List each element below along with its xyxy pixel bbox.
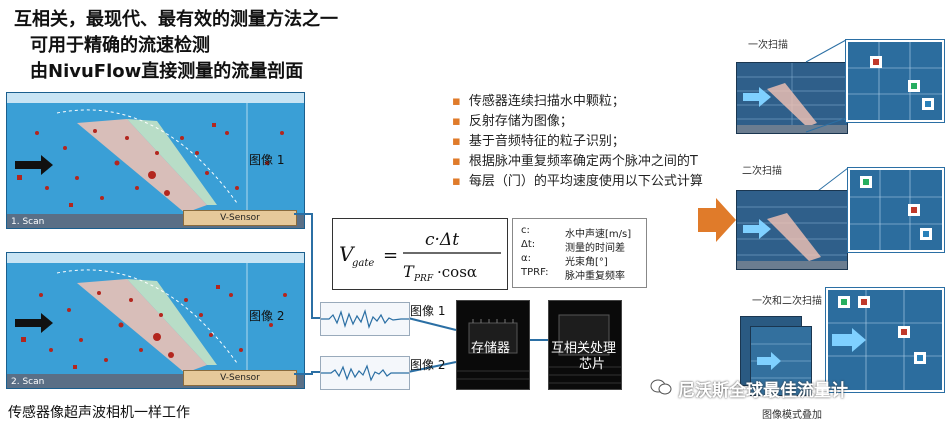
water-surface bbox=[7, 93, 304, 103]
scan-panel-2: 图像 2 2. Scan V-Sensor bbox=[6, 252, 305, 389]
processor-label-line2: 芯片 bbox=[579, 357, 606, 372]
footer-caption: 传感器像超声波相机一样工作 bbox=[8, 405, 190, 421]
arrow-right-icon bbox=[698, 198, 736, 242]
overlay-image-front bbox=[750, 326, 812, 396]
watermark-text: 尼沃斯全球最佳流量计 bbox=[678, 381, 848, 401]
panel-2-image-label: 图像 2 bbox=[249, 309, 285, 323]
particles-field-2 bbox=[15, 263, 287, 378]
overlay-graphic bbox=[751, 343, 811, 379]
v-sensor-1: V-Sensor bbox=[183, 210, 297, 226]
scan-panel-1: 图像 1 1. Scan V-Sensor bbox=[6, 92, 305, 229]
brand-name: NivuFlow bbox=[48, 61, 142, 82]
title-line-2: 可用于精确的流速检测 bbox=[30, 35, 210, 56]
svg-text:PRF: PRF bbox=[413, 274, 434, 284]
scan-2-title: 二次扫描 bbox=[742, 166, 782, 177]
particles-field-1 bbox=[15, 103, 284, 218]
overlay-title: 一次和二次扫描 bbox=[752, 296, 822, 307]
svg-text:=: = bbox=[383, 245, 398, 266]
title-line-3-suffix: 直接测量的流量剖面 bbox=[141, 61, 304, 82]
scan-2-image bbox=[736, 190, 848, 270]
wechat-icon-graphic bbox=[650, 379, 672, 395]
zoom-2-graphic bbox=[850, 170, 942, 250]
title-line-1: 互相关，最现代、最有效的测量方法之一 bbox=[14, 9, 338, 30]
overlay-caption: 图像模式叠加 bbox=[762, 410, 822, 421]
scan-1-image bbox=[736, 62, 848, 134]
water-surface bbox=[7, 253, 304, 263]
legend-symbol: c: bbox=[521, 225, 530, 236]
bullet-item: 传感器连续扫描水中颗粒； bbox=[452, 92, 703, 112]
bullet-item: 基于音频特征的粒子识别； bbox=[452, 132, 703, 152]
signal-1-waveform bbox=[320, 302, 410, 336]
scan-1-zoom bbox=[846, 40, 944, 122]
scan-2-zoom bbox=[848, 168, 944, 252]
legend-desc: 水中声速[m/s] bbox=[565, 229, 632, 240]
formula-graphic: V gate = c·Δt T PRF ·cosα bbox=[339, 230, 501, 284]
processor-label-line1: 互相关处理 bbox=[551, 341, 617, 356]
legend-symbol: Δt: bbox=[521, 239, 536, 250]
bullet-item: 反射存储为图像； bbox=[452, 112, 703, 132]
legend-desc: 脉冲重复频率 bbox=[565, 271, 625, 282]
scan-label-2: 2. Scan bbox=[11, 377, 45, 387]
velocity-formula: V gate = c·Δt T PRF ·cosα bbox=[332, 218, 508, 290]
chip-graphic bbox=[457, 319, 529, 380]
scan-label-1: 1. Scan bbox=[11, 217, 45, 227]
process-bullets: 传感器连续扫描水中颗粒； 反射存储为图像； 基于音频特征的粒子识别； 根据脉冲重… bbox=[452, 92, 703, 192]
scan-1-graphic bbox=[737, 63, 847, 133]
overlay-zoom bbox=[826, 288, 944, 392]
bullet-item: 每层（门）的平均速度使用以下公式计算 bbox=[452, 172, 703, 192]
memory-chip: 存储器 bbox=[456, 300, 530, 390]
legend-desc: 光束角[°] bbox=[565, 257, 608, 268]
signal-2-waveform bbox=[320, 356, 410, 390]
waveform-graphic bbox=[321, 308, 409, 329]
panel-1-image-label: 图像 1 bbox=[249, 153, 285, 167]
memory-label: 存储器 bbox=[471, 341, 511, 356]
wechat-icon bbox=[650, 378, 672, 396]
svg-text:T: T bbox=[403, 262, 415, 281]
legend-symbol: α: bbox=[521, 253, 531, 264]
signal-1-label: 图像 1 bbox=[410, 304, 446, 318]
svg-text:c·Δt: c·Δt bbox=[425, 230, 459, 250]
formula-legend: c: 水中声速[m/s] Δt: 测量的时间差 α: 光束角[°] TPRF: … bbox=[512, 218, 647, 288]
bullet-item: 根据脉冲重复频率确定两个脉冲之间的T bbox=[452, 152, 703, 172]
zoom-1-graphic bbox=[848, 42, 942, 120]
signal-2-label: 图像 2 bbox=[410, 358, 446, 372]
waveform-graphic bbox=[321, 364, 409, 382]
chip-graphic bbox=[549, 314, 621, 384]
title-line-3-prefix: 由 bbox=[30, 61, 48, 82]
svg-text:gate: gate bbox=[352, 258, 374, 269]
legend-desc: 测量的时间差 bbox=[565, 243, 625, 254]
v-sensor-2: V-Sensor bbox=[183, 370, 297, 386]
scan-1-title: 一次扫描 bbox=[748, 40, 788, 51]
legend-symbol: TPRF: bbox=[521, 267, 549, 278]
scan-2-graphic bbox=[737, 191, 847, 269]
processor-chip: 互相关处理 芯片 bbox=[548, 300, 622, 390]
overlay-zoom-graphic bbox=[828, 290, 942, 390]
svg-text:·cosα: ·cosα bbox=[437, 263, 477, 281]
title-line-3: 由NivuFlow直接测量的流量剖面 bbox=[30, 60, 303, 84]
svg-text:V: V bbox=[339, 242, 356, 266]
